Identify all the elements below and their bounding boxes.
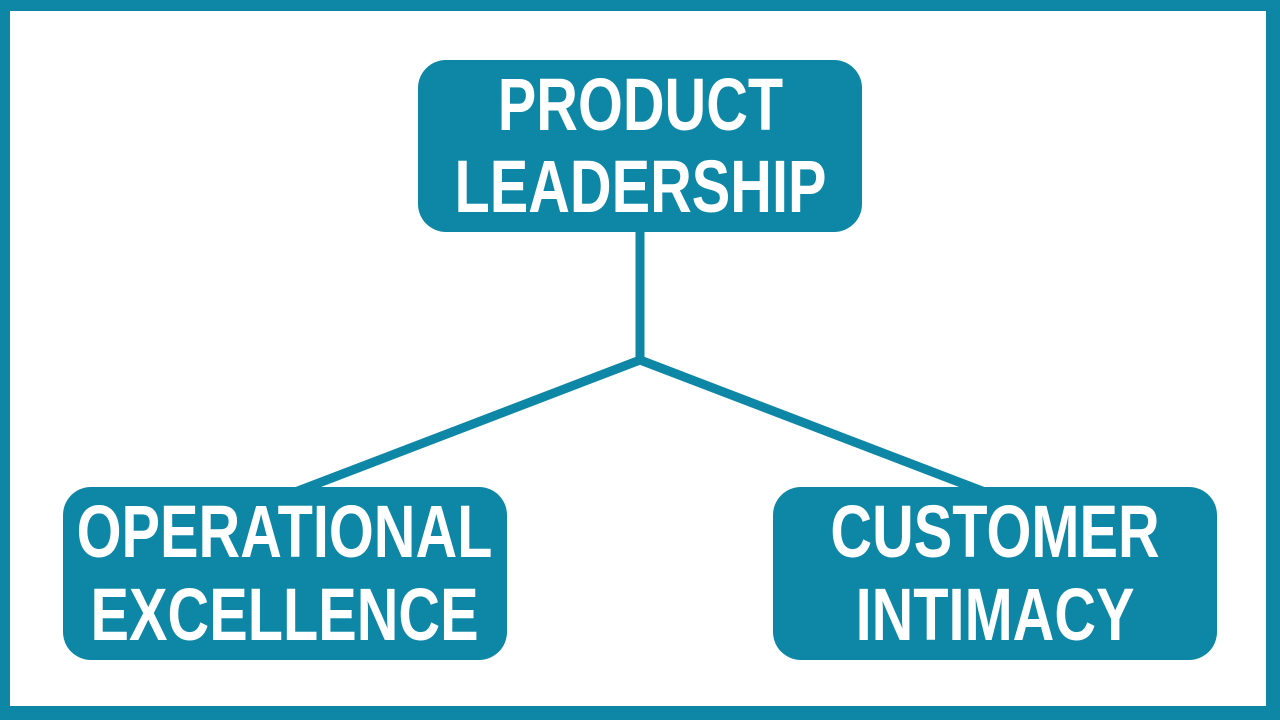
node-label: PRODUCT LEADERSHIP	[453, 62, 827, 228]
edge-root-to-right	[638, 355, 992, 499]
node-label: CUSTOMER INTIMACY	[830, 490, 1160, 656]
edge-root-to-left	[288, 355, 642, 499]
node-operational-excellence: OPERATIONAL EXCELLENCE	[63, 487, 507, 660]
node-customer-intimacy: CUSTOMER INTIMACY	[773, 487, 1217, 660]
node-label: OPERATIONAL EXCELLENCE	[77, 490, 493, 656]
node-product-leadership: PRODUCT LEADERSHIP	[418, 60, 862, 232]
